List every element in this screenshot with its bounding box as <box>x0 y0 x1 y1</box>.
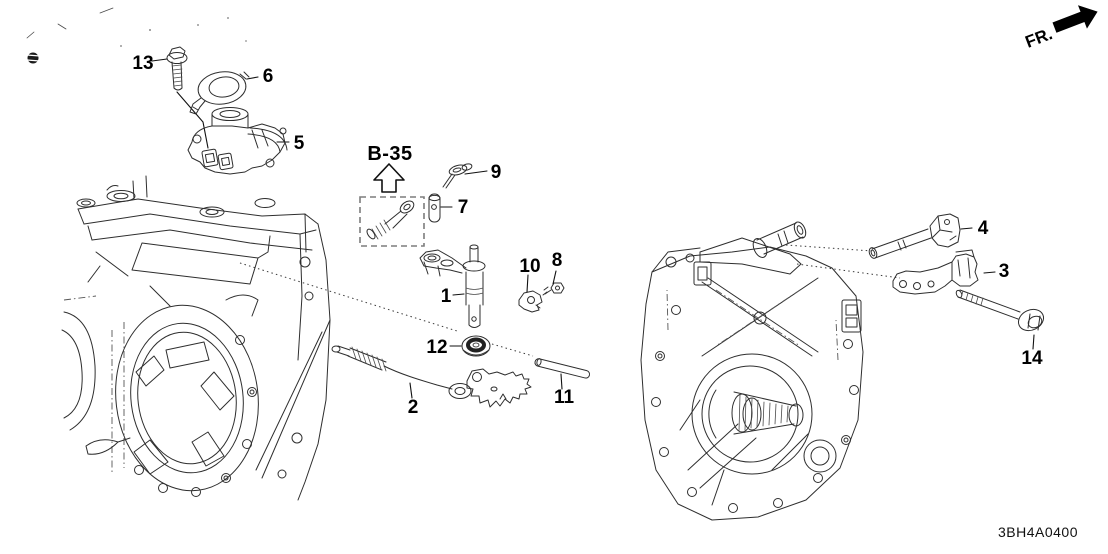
callout-10: 10 <box>519 256 540 277</box>
callout-3: 3 <box>999 261 1010 282</box>
callout-leader-lines <box>151 58 1035 399</box>
part-13-flange-bolt <box>166 46 209 149</box>
b35-reference-label: B-35 <box>367 143 412 165</box>
diagram-code: 3BH4A0400 <box>998 524 1078 540</box>
callout-14: 14 <box>1021 348 1043 369</box>
part-3-lever-arm <box>892 249 979 295</box>
callout-7: 7 <box>458 197 469 218</box>
callout-9: 9 <box>491 162 502 183</box>
part-14-long-bolt <box>955 289 1045 332</box>
callout-2: 2 <box>408 397 419 418</box>
part-4-joint-link <box>868 213 961 259</box>
part-8-screw <box>542 282 565 296</box>
b35-reference <box>359 163 425 247</box>
callout-5: 5 <box>294 133 305 154</box>
cable-end-detail <box>366 200 415 240</box>
part-9-lock-pin <box>442 163 473 189</box>
part-1-control-shaft <box>419 244 486 328</box>
part-2-detent-arm <box>331 345 532 408</box>
callout-8: 8 <box>552 250 563 271</box>
callout-labels: 1 2 3 4 5 6 7 8 9 10 11 12 13 14 <box>132 53 1043 418</box>
callout-12: 12 <box>426 337 447 358</box>
part-10-pawl <box>518 290 543 313</box>
callout-13: 13 <box>132 53 153 74</box>
part-6-cam-plate <box>189 71 250 115</box>
part-12-bushing <box>461 335 491 357</box>
part-11-roller-pin <box>534 358 591 379</box>
fr-direction-label: FR. <box>1023 24 1055 52</box>
part-7-pin <box>428 193 441 223</box>
fr-direction-indicator: FR. <box>1023 5 1098 52</box>
scan-speckles <box>26 7 247 64</box>
transmission-housing-left <box>61 175 331 501</box>
transmission-housing-right <box>640 221 864 521</box>
assembly-reference-lines <box>239 244 901 357</box>
detail-reference-box <box>359 196 425 247</box>
part-5-position-sensor <box>187 107 288 175</box>
callout-11: 11 <box>554 387 575 408</box>
b35-reference-arrow-icon <box>373 163 405 193</box>
fr-direction-arrow-icon <box>1052 5 1098 33</box>
callout-6: 6 <box>263 66 274 87</box>
callout-4: 4 <box>978 218 989 239</box>
callout-1: 1 <box>441 286 452 307</box>
